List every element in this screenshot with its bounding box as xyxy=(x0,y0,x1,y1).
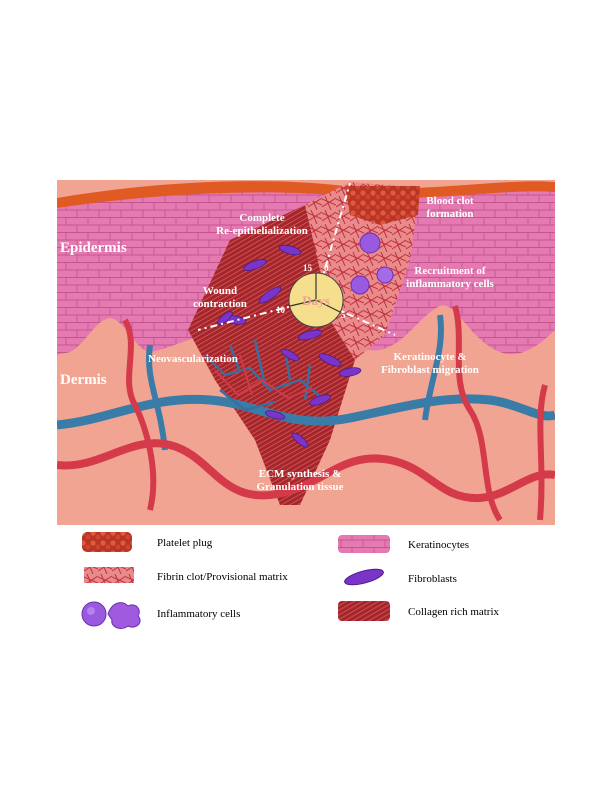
label-complete-reepithelialization: Re-epithelialization xyxy=(216,225,308,237)
vein-branch xyxy=(146,344,168,451)
collagen-matrix-icon xyxy=(338,601,390,621)
wound-platelet-plug xyxy=(345,186,420,225)
inflammatory-cells-icon xyxy=(81,601,141,629)
vein-vessel xyxy=(57,394,555,430)
label-recruitment-inflammatory: Recruitment of xyxy=(414,265,486,277)
platelet-plug-icon xyxy=(82,532,132,552)
epidermis-label: Epidermis xyxy=(60,240,127,256)
artery-branch xyxy=(537,384,548,521)
label-blood-clot-formation: formation xyxy=(426,208,473,220)
legend: Platelet plug Keratinocytes Fibrin clot/… xyxy=(81,532,500,629)
dermis-label: Dermis xyxy=(60,372,107,388)
label-ecm-synthesis: Granulation tissue xyxy=(256,481,343,493)
legend-keratinocytes: Keratinocytes xyxy=(408,539,469,551)
fibroblast-icon xyxy=(344,568,384,586)
legend-fibrin-clot: Fibrin clot/Provisional matrix xyxy=(157,571,288,583)
label-wound-contraction: Wound xyxy=(203,285,237,297)
legend-collagen-matrix: Collagen rich matrix xyxy=(408,606,500,618)
clock-tick-5: 5 xyxy=(341,310,346,320)
label-neovascularization: Neovascularization xyxy=(148,353,238,365)
capillary-network-red xyxy=(214,354,313,400)
clock-tick-15: 15 xyxy=(303,263,313,273)
label-recruitment-inflammatory: inflammatory cells xyxy=(406,278,494,290)
clock-tick-0: 0 xyxy=(324,263,329,273)
label-wound-contraction: contraction xyxy=(193,298,247,310)
legend-inflammatory-cells: Inflammatory cells xyxy=(157,608,240,620)
capillary-network xyxy=(204,339,326,412)
artery-branch xyxy=(452,305,503,522)
clock-tick-10: 10 xyxy=(276,305,286,315)
vein-branch xyxy=(422,314,444,421)
label-keratinocyte-migration: Keratinocyte & xyxy=(394,351,467,363)
legend-platelet-plug: Platelet plug xyxy=(157,537,213,549)
label-blood-clot-formation: Blood clot xyxy=(426,195,474,207)
legend-fibroblasts: Fibroblasts xyxy=(408,573,457,585)
artery-branch xyxy=(122,318,157,511)
days-clock: Days 0 15 5 10 xyxy=(276,263,346,328)
label-complete-reepithelialization: Complete xyxy=(239,212,284,224)
epidermis-surface xyxy=(57,181,555,208)
clock-days-label: Days xyxy=(302,293,329,308)
keratinocytes-icon xyxy=(338,535,390,553)
artery-vessel xyxy=(57,439,555,503)
label-ecm-synthesis: ECM synthesis & xyxy=(259,468,342,480)
inflammatory-cells xyxy=(350,232,394,295)
label-keratinocyte-migration: Fibroblast migration xyxy=(381,364,479,376)
fibrin-clot-icon xyxy=(84,567,134,583)
